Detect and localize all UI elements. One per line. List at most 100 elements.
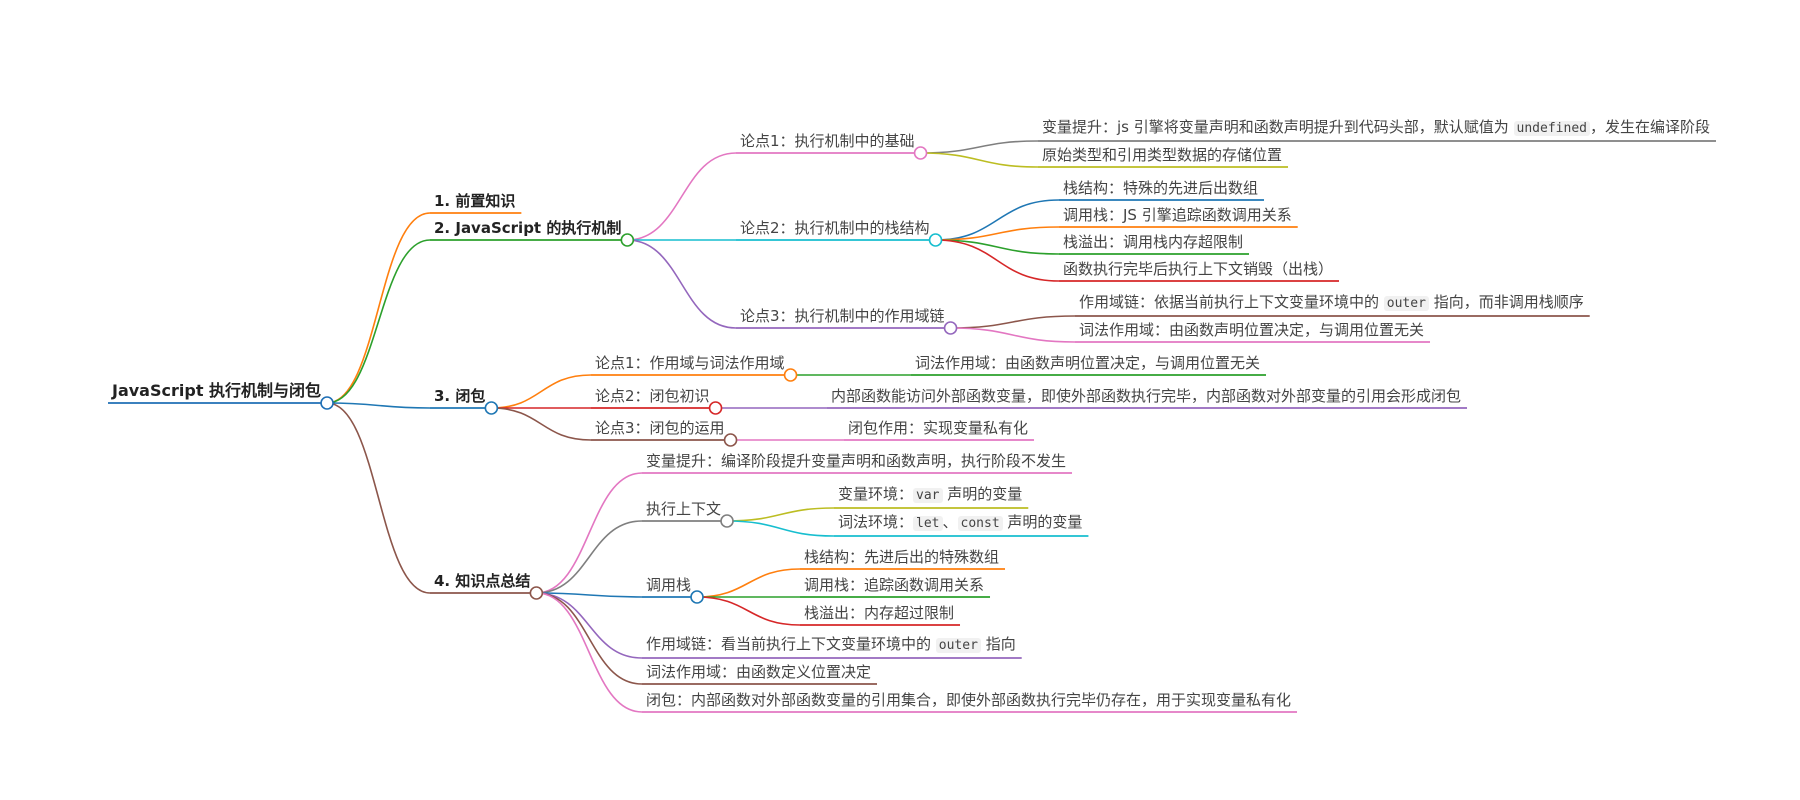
code-snippet: let (913, 516, 943, 531)
connector-line (920, 140, 1039, 154)
node-text: 作用域链：依据当前执行上下文变量环境中的 (1079, 293, 1384, 311)
connector-line (491, 374, 592, 409)
node-scope-chain-outer[interactable]: 作用域链：依据当前执行上下文变量环境中的 outer 指向，而非调用栈顺序 (1079, 292, 1584, 314)
node-text: 声明的变量 (1002, 513, 1083, 531)
collapse-toggle-icon (720, 514, 734, 528)
node-text: 3. 闭包 (434, 387, 486, 405)
node-text: 指向 (980, 635, 1016, 653)
node-text: JavaScript 执行机制与闭包 (112, 381, 322, 400)
code-snippet: var (913, 488, 943, 503)
branch-summary[interactable]: 4. 知识点总结 (434, 571, 530, 591)
node-text: 4. 知识点总结 (434, 572, 531, 590)
node-text: 闭包：内部函数对外部函数变量的引用集合，即使外部函数执行完毕仍存在，用于实现变量… (646, 691, 1292, 709)
node-text: 指向，而非调用栈顺序 (1428, 293, 1584, 311)
connector-line (536, 592, 643, 659)
node-summary-call-tracking[interactable]: 调用栈：追踪函数调用关系 (804, 575, 984, 595)
node-summary-scope-chain[interactable]: 作用域链：看当前执行上下文变量环境中的 outer 指向 (646, 634, 1016, 656)
node-text: 变量提升：js 引擎将变量声明和函数声明提升到代码头部，默认赋值为 (1042, 118, 1514, 136)
node-text: 论点1：执行机制中的基础 (740, 132, 915, 150)
node-text: 内部函数能访问外部函数变量，即使外部函数执行完毕，内部函数对外部变量的引用会形成… (831, 387, 1462, 405)
node-text: 论点1：作用域与词法作用域 (595, 354, 785, 372)
node-text: 栈溢出：内存超过限制 (804, 604, 955, 622)
node-text: 栈结构：特殊的先进后出数组 (1063, 179, 1259, 197)
node-text: 论点3：执行机制中的作用域链 (740, 307, 945, 325)
mindmap-root-node[interactable]: JavaScript 执行机制与闭包 (112, 381, 321, 401)
node-call-stack[interactable]: 调用栈：JS 引擎追踪函数调用关系 (1063, 205, 1292, 225)
connector-line (950, 315, 1076, 329)
collapse-toggle-icon (484, 401, 499, 415)
node-scope-chain[interactable]: 论点3：执行机制中的作用域链 (740, 306, 945, 326)
node-execution-stack[interactable]: 论点2：执行机制中的栈结构 (740, 218, 930, 238)
connector-line (935, 239, 1060, 255)
collapse-toggle-icon (783, 368, 798, 382)
node-scope-and-lexical[interactable]: 论点1：作用域与词法作用域 (595, 353, 785, 373)
node-text: 变量环境： (838, 485, 914, 503)
node-stack-structure[interactable]: 栈结构：特殊的先进后出数组 (1063, 178, 1258, 198)
node-summary-lexical-scope[interactable]: 词法作用域：由函数定义位置决定 (646, 662, 871, 682)
connector-line (935, 239, 1060, 282)
node-summary-stack-structure[interactable]: 栈结构：先进后出的特殊数组 (804, 547, 999, 567)
code-snippet: outer (935, 638, 981, 653)
node-closure-purpose[interactable]: 闭包作用：实现变量私有化 (848, 418, 1028, 438)
collapse-toggle-icon (690, 590, 704, 604)
node-text: 闭包作用：实现变量私有化 (848, 419, 1029, 437)
node-data-storage-location[interactable]: 原始类型和引用类型数据的存储位置 (1042, 145, 1282, 165)
node-closure-definition[interactable]: 内部函数能访问外部函数变量，即使外部函数执行完毕，内部函数对外部变量的引用会形成… (831, 386, 1461, 406)
connector-line (697, 568, 801, 598)
connector-line (327, 212, 431, 404)
node-variable-hoisting[interactable]: 变量提升：js 引擎将变量声明和函数声明提升到代码头部，默认赋值为 undefi… (1042, 117, 1710, 139)
node-text: 作用域链：看当前执行上下文变量环境中的 (646, 635, 936, 653)
node-text: 变量提升：编译阶段提升变量声明和函数声明，执行阶段不发生 (646, 452, 1067, 470)
branch-closure[interactable]: 3. 闭包 (434, 386, 485, 406)
node-text: 词法作用域：由函数定义位置决定 (646, 663, 872, 681)
node-text: 论点2：闭包初识 (595, 387, 710, 405)
node-summary-overflow[interactable]: 栈溢出：内存超过限制 (804, 603, 954, 623)
node-variable-environment[interactable]: 变量环境：var 声明的变量 (838, 484, 1022, 506)
node-text: 论点3：闭包的运用 (595, 419, 725, 437)
node-text: 执行上下文 (646, 500, 722, 518)
node-lexical-scope[interactable]: 词法作用域：由函数声明位置决定，与调用位置无关 (1079, 320, 1424, 340)
node-text: 词法作用域：由函数声明位置决定，与调用位置无关 (915, 354, 1261, 372)
collapse-toggle-icon (708, 401, 723, 415)
node-summary-call-stack[interactable]: 调用栈 (646, 575, 691, 595)
node-text: 、 (942, 513, 958, 531)
node-closure-usage[interactable]: 论点3：闭包的运用 (595, 418, 725, 438)
node-lexical-environment[interactable]: 词法环境：let、const 声明的变量 (838, 512, 1082, 534)
node-text: 调用栈：追踪函数调用关系 (804, 576, 985, 594)
node-text: 调用栈：JS 引擎追踪函数调用关系 (1063, 206, 1292, 224)
node-text: 词法作用域：由函数声明位置决定，与调用位置无关 (1079, 321, 1425, 339)
node-text: 栈结构：先进后出的特殊数组 (804, 548, 1000, 566)
connector-line (536, 592, 643, 713)
connector-line (935, 226, 1060, 241)
collapse-toggle-icon (620, 233, 635, 247)
connector-line (536, 520, 643, 594)
node-stack-overflow[interactable]: 栈溢出：调用栈内存超限制 (1063, 232, 1243, 252)
node-text: 词法环境： (838, 513, 914, 531)
node-summary-context[interactable]: 执行上下文 (646, 499, 721, 519)
node-closure-lexical-scope[interactable]: 词法作用域：由函数声明位置决定，与调用位置无关 (915, 353, 1260, 373)
connector-line (536, 592, 643, 685)
branch-js-execution-mechanism[interactable]: 2. JavaScript 的执行机制 (434, 218, 621, 238)
node-context-destroy[interactable]: 函数执行完毕后执行上下文销毁（出栈） (1063, 259, 1333, 279)
connector-line (327, 239, 431, 404)
connector-line (950, 327, 1076, 343)
connector-line (627, 239, 737, 329)
collapse-toggle-icon (320, 396, 334, 410)
node-closure-intro[interactable]: 论点2：闭包初识 (595, 386, 710, 406)
code-snippet: undefined (1513, 121, 1590, 136)
collapse-toggle-icon (723, 433, 738, 447)
node-execution-basics[interactable]: 论点1：执行机制中的基础 (740, 131, 915, 151)
branch-prerequisite-knowledge[interactable]: 1. 前置知识 (434, 191, 515, 211)
node-text: ，发生在编译阶段 (1589, 118, 1710, 136)
connector-line (536, 592, 643, 598)
node-summary-closure[interactable]: 闭包：内部函数对外部函数变量的引用集合，即使外部函数执行完毕仍存在，用于实现变量… (646, 690, 1291, 710)
connector-line (727, 520, 835, 537)
node-text: 1. 前置知识 (434, 192, 516, 210)
connector-line (920, 152, 1039, 168)
collapse-toggle-icon (529, 586, 544, 600)
code-snippet: const (957, 516, 1003, 531)
node-summary-hoisting[interactable]: 变量提升：编译阶段提升变量声明和函数声明，执行阶段不发生 (646, 451, 1066, 471)
connector-line (627, 152, 737, 241)
